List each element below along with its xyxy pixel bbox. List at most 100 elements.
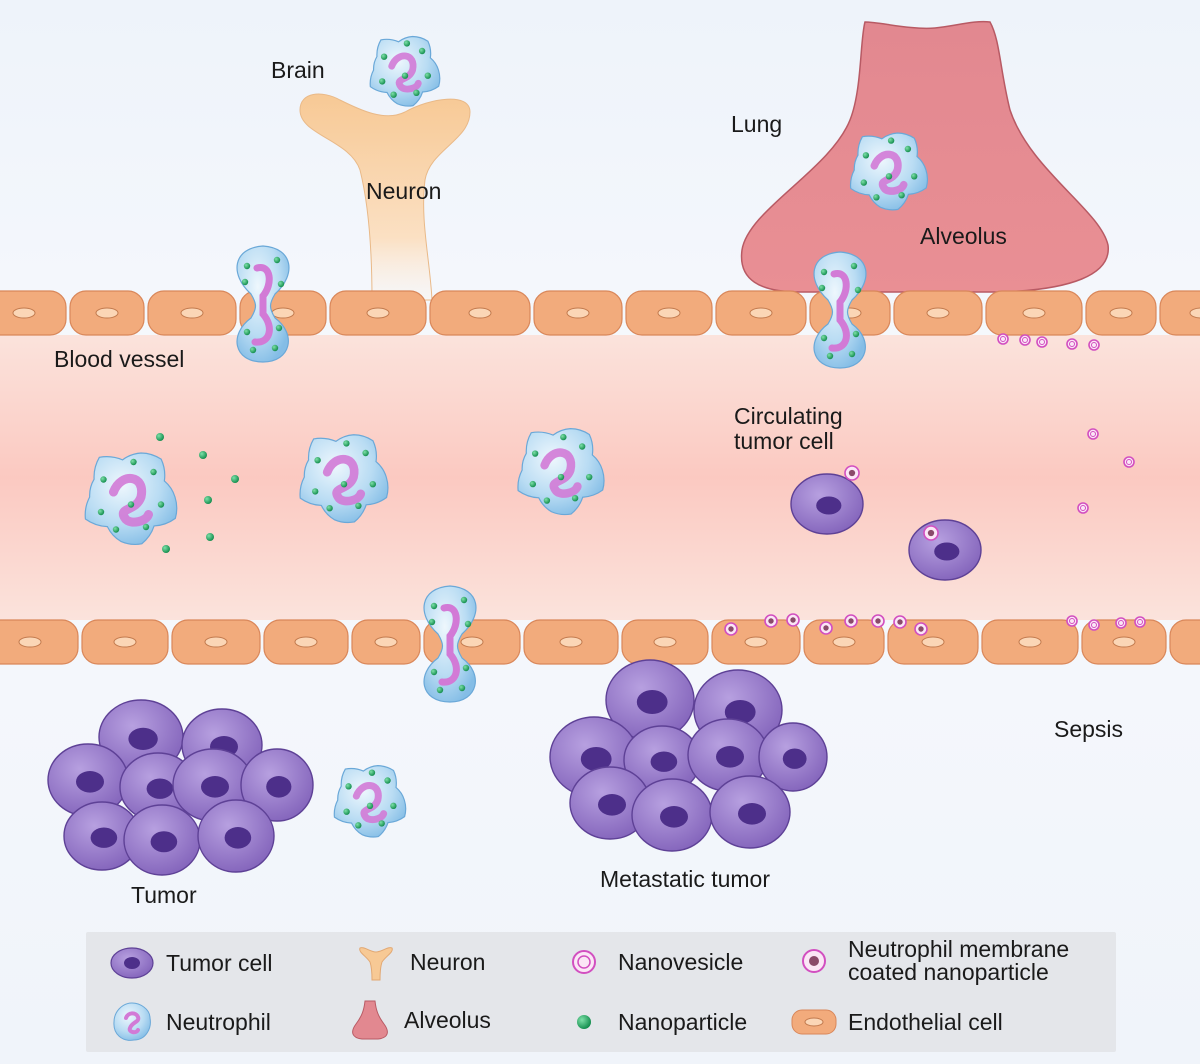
nanoparticle <box>898 192 905 199</box>
nanoparticle <box>243 262 251 270</box>
neuron-body <box>299 93 471 301</box>
nanoparticle <box>368 769 376 776</box>
nanoparticle <box>458 684 466 692</box>
neutrophil-circulating <box>517 428 605 516</box>
tumor-cell <box>123 804 201 876</box>
legend-label-nanoparticle: Nanoparticle <box>618 1008 748 1035</box>
nanoparticle <box>543 497 551 504</box>
endothelial-cell <box>429 290 531 336</box>
nanoparticle <box>820 268 828 276</box>
endothelial-cell <box>147 290 237 336</box>
nanoparticle <box>384 777 391 784</box>
label-metastatic-tumor: Metastatic tumor <box>600 866 770 892</box>
neutrophil-tumor <box>333 765 407 838</box>
nanoparticle <box>413 89 420 97</box>
endothelial-cell <box>1159 290 1200 336</box>
label-tumor: Tumor <box>131 882 197 908</box>
legend-item-neutrophil: Neutrophil <box>104 1000 271 1044</box>
nanoparticle <box>403 40 411 47</box>
nanoparticle <box>390 91 397 98</box>
nanovesicle <box>1066 615 1078 627</box>
coated-nanoparticle <box>786 613 800 627</box>
neutrophil-brain <box>369 35 441 107</box>
nanoparticle <box>273 256 281 264</box>
nanoparticle <box>826 352 834 360</box>
legend-label-coated-nanoparticle: Neutrophil membrane coated nanoparticle <box>848 936 1070 985</box>
coated-nanoparticle <box>724 622 738 636</box>
nanoparticle <box>345 783 352 790</box>
nanoparticle <box>275 324 283 332</box>
nanoparticle <box>379 78 386 85</box>
nanoparticle <box>199 451 207 459</box>
endothelial-cell <box>1085 290 1157 336</box>
nanoparticle <box>157 501 165 508</box>
nanoparticle <box>241 278 249 286</box>
nanovesicle <box>1087 428 1099 440</box>
neutrophil-transmigrating-tumor <box>423 585 477 703</box>
nanovesicle <box>997 333 1009 345</box>
metastatic-tumor-cell <box>605 659 695 741</box>
neutrophil-transmigrating-lung <box>813 251 867 369</box>
legend-item-neuron: Neuron <box>348 940 485 984</box>
nanoparticle <box>355 822 362 829</box>
legend-label-endothelial-cell: Endothelial cell <box>848 1008 1003 1035</box>
nanoparticle <box>130 458 137 466</box>
nanoparticle <box>362 449 369 457</box>
nanoparticle <box>206 533 214 541</box>
metastatic-tumor-cell <box>758 722 828 792</box>
nanoparticle <box>460 596 468 604</box>
nanoparticle <box>369 481 376 488</box>
nanoparticle <box>156 433 164 441</box>
nanoparticle <box>142 523 150 531</box>
nanoparticle <box>854 286 862 294</box>
nanovesicle <box>1134 616 1146 628</box>
legend-item-nanovesicle: Nanovesicle <box>556 940 743 984</box>
nanoparticle <box>904 145 912 153</box>
nanoparticle <box>852 330 860 338</box>
endothelial-cell <box>171 619 261 665</box>
nanoparticle <box>430 668 438 676</box>
endothelial-cell <box>263 619 349 665</box>
cells-layer <box>47 35 1146 876</box>
endothelial-cell <box>985 290 1083 336</box>
nanovesicle <box>1066 338 1078 350</box>
nanoparticle <box>848 350 856 358</box>
nanoparticle <box>418 47 426 55</box>
endothelial-cell <box>803 619 885 665</box>
coated-nanoparticle-icon <box>786 939 842 983</box>
metastatic-tumor-cell <box>709 775 791 849</box>
label-blood-vessel: Blood vessel <box>54 346 185 372</box>
nanovesicle <box>1123 456 1135 468</box>
nanoparticle <box>380 53 388 60</box>
nanoparticle <box>887 137 895 144</box>
endothelial-cell <box>1169 619 1200 665</box>
nanoparticle <box>340 481 348 488</box>
nanoparticle <box>873 194 880 201</box>
nanoparticle <box>314 457 321 464</box>
metastatic-tumor-cell <box>631 778 713 852</box>
neutrophil-circulating <box>84 452 178 546</box>
nanoparticle <box>378 820 385 827</box>
nanovesicle <box>1088 619 1100 631</box>
legend-item-nanoparticle: Nanoparticle <box>556 1000 747 1044</box>
endothelial-cell <box>533 290 623 336</box>
circulating-tumor-cell <box>908 519 982 581</box>
endothelium-bottom <box>0 619 1200 665</box>
tumor-cell <box>240 748 314 822</box>
nanoparticle <box>462 664 470 672</box>
nanoparticle <box>366 802 374 810</box>
nanoparticle <box>818 284 826 292</box>
nanoparticle <box>243 328 251 336</box>
nanoparticle <box>343 440 350 447</box>
neutrophil-circulating <box>299 434 389 524</box>
endothelial-cell <box>981 619 1079 665</box>
endothelial-cell <box>715 290 807 336</box>
nanovesicle <box>1115 617 1127 629</box>
endothelial-cell <box>523 619 619 665</box>
nanoparticle <box>249 346 257 354</box>
legend-item-coated-nanoparticle: Neutrophil membrane coated nanoparticle <box>786 938 1069 984</box>
nanoparticle <box>127 501 135 508</box>
nanovesicle-icon <box>556 940 612 984</box>
neutrophil-alveolus <box>849 132 929 211</box>
